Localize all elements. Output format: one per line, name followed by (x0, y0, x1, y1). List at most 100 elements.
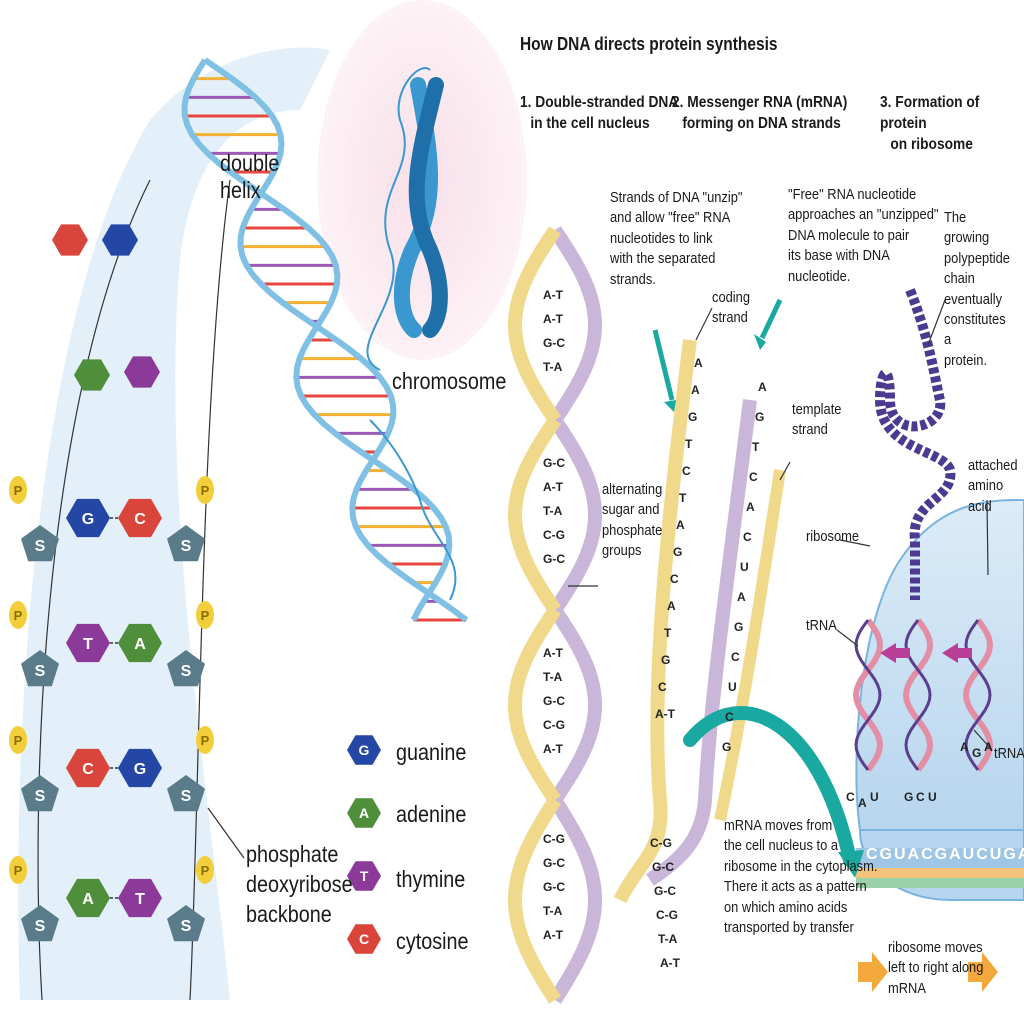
note-mrna-line: ribosome in the cytoplasm. (724, 857, 878, 875)
arrow-unzip (652, 329, 675, 401)
note-mrna-line: on which amino acids (724, 898, 848, 916)
sugar-label: S (35, 538, 46, 555)
note-alternating-line: groups (602, 542, 642, 560)
sugar-label: S (181, 663, 192, 680)
base-pair-label: A-T (543, 480, 563, 494)
base-pair-label: T-A (543, 360, 563, 374)
note-mrna-line: transported by transfer (724, 918, 854, 936)
note-template-strand: template strand (792, 400, 841, 441)
dna-twist-top-b (507, 226, 561, 424)
note-alternating: alternating sugar and phosphate groups (602, 480, 662, 562)
coding-strand-band (613, 339, 697, 904)
sugar-left (21, 775, 59, 812)
dna-twist-mid1-a (549, 416, 603, 614)
coding-seq-letter: A (667, 599, 676, 613)
note-free-rna: "Free" RNA nucleotide approaches an "unz… (788, 185, 938, 287)
phosphate-label: P (201, 863, 210, 878)
dna-twist-mid2-a (549, 606, 603, 804)
coding-seq-letter: A (694, 356, 703, 370)
arrow-ribosome-left (858, 952, 888, 992)
base-left (66, 878, 110, 918)
arrow-free-rna-head (754, 334, 766, 350)
phosphate-right (196, 476, 214, 504)
base-pair-label: G-C (543, 880, 565, 894)
label-double-helix: double helix (220, 150, 279, 204)
note-unzip-line: nucleotides to link (610, 229, 713, 247)
note-unzip-line: strands. (610, 270, 656, 288)
phosphate-right (196, 601, 214, 629)
label-double-helix-line-2: helix (220, 177, 261, 204)
note-attached-amino-acid: attached amino acid (968, 456, 1017, 517)
note-free-rna-line: DNA molecule to pair (788, 226, 910, 244)
note-ribosome-moves: ribosome moves left to right along mRNA (888, 938, 983, 999)
sugar-right (167, 775, 205, 812)
base-left (66, 623, 110, 663)
note-unzip: Strands of DNA "unzip" and allow "free" … (610, 188, 742, 290)
base-pair-label: A-T (543, 742, 563, 756)
note-polypeptide-line: polypeptide (944, 249, 1010, 267)
legend-letter-cytosine: C (359, 931, 369, 947)
phosphate-label: P (201, 608, 210, 623)
coding-seq-letter: A (676, 518, 685, 532)
dna-twist-top-a (549, 226, 603, 424)
base-right-label: G (134, 761, 146, 778)
rna-strand-band (646, 399, 757, 886)
legend-hex-adenine (347, 798, 381, 828)
trna-middle-b (904, 619, 932, 771)
step-2-line-2: forming on DNA strands (682, 114, 841, 132)
pointer-ribosome (839, 539, 871, 547)
coding-seq-letter: A (691, 383, 700, 397)
base-left (66, 498, 110, 538)
base-left-label: A (82, 891, 94, 908)
anticodon-letter: C (916, 790, 925, 804)
trna-left-a (852, 618, 884, 772)
label-backbone-line-3: backbone (246, 900, 332, 927)
base-pair-label: A-T (543, 312, 563, 326)
anticodon-letter: G (972, 746, 982, 760)
phosphate-label: P (14, 483, 23, 498)
base-pair-label: G-C (543, 336, 565, 350)
anticodon-letter: A (984, 740, 993, 754)
coding-seq-letter: T (679, 491, 687, 505)
step-1-heading: 1. Double-stranded DNA in the cell nucle… (520, 93, 678, 135)
base-pair-label: A-T (543, 928, 563, 942)
lower-pair-label: A-T (660, 956, 680, 970)
template-seq-letter: A (758, 380, 767, 394)
base-pair-label: G-C (543, 856, 565, 870)
phosphate-right (196, 856, 214, 884)
note-polypeptide-line: protein. (944, 351, 988, 369)
pointer-template (779, 461, 791, 481)
mrna-strands (613, 339, 786, 904)
arrow-ribosome-right (968, 952, 998, 992)
note-coding-line: strand (712, 309, 748, 327)
coding-seq-letter: G (673, 545, 683, 559)
legend-cytosine: cytosine (396, 928, 469, 954)
dna-double-helix-column (507, 226, 603, 1004)
sugar-label: S (181, 918, 192, 935)
template-seq-letter: C (743, 530, 752, 544)
base-left-label: C (82, 761, 94, 778)
phosphate-left (9, 476, 27, 504)
template-seq-letter: C (749, 470, 758, 484)
coding-seq-letter: T (664, 626, 672, 640)
sugar-right (167, 650, 205, 687)
sugar-left (21, 905, 59, 942)
step-1-line-1: 1. Double-stranded DNA (520, 94, 679, 111)
note-free-rna-line: nucleotide. (788, 267, 851, 285)
label-backbone: phosphate deoxyribose backbone (246, 840, 353, 930)
base-left-label: G (82, 511, 94, 528)
note-free-rna-line: its base with DNA (788, 247, 890, 265)
anticodon-letter: U (870, 790, 879, 804)
anticodon-letter: C (846, 790, 855, 804)
note-ribosome-moves-line: left to right along (888, 959, 984, 977)
note-unzip-line: Strands of DNA "unzip" (610, 189, 743, 206)
phosphate-left (9, 726, 27, 754)
anticodon-letter: U (928, 790, 937, 804)
legend-letter-guanine: G (359, 742, 370, 758)
step-3-line-2: on ribosome (890, 135, 973, 153)
base-pair-label: C-G (543, 718, 565, 732)
note-mrna-line: the cell nucleus to a (724, 837, 839, 855)
chromosome-shape (366, 67, 457, 601)
sugar-left (21, 650, 59, 687)
lower-pair-label: C-G (656, 908, 678, 922)
